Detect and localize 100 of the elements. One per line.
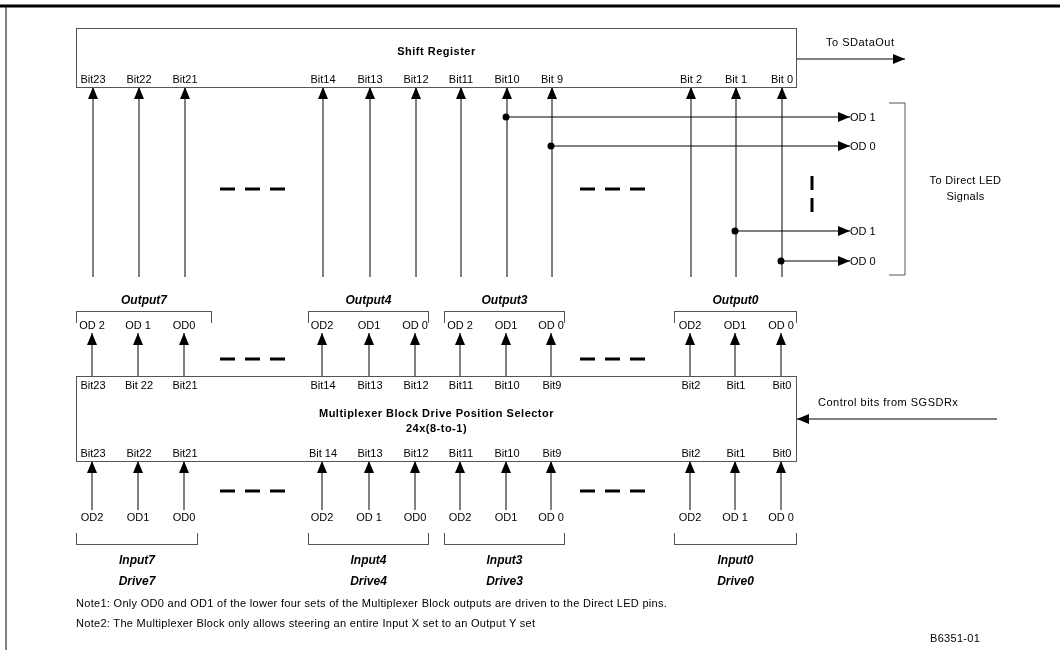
signal-label: OD2: [304, 510, 340, 525]
pin-label: Bit21: [165, 71, 205, 87]
signal-label: OD 0: [763, 510, 799, 525]
arrow: [547, 86, 557, 278]
arrow: [776, 332, 786, 378]
pin-label: Bit 14: [303, 445, 343, 461]
arrow: [134, 86, 144, 278]
arrow: [730, 460, 740, 511]
pin-label: Bit21: [165, 377, 205, 393]
arrow: [777, 86, 787, 278]
block-title: 24x(8-to-1): [404, 422, 469, 434]
pin-label: Bit22: [119, 445, 159, 461]
arrow: [410, 332, 420, 378]
signal-label: OD 1: [120, 318, 156, 333]
arrow: [546, 460, 556, 511]
arrow: [685, 332, 695, 378]
arrow: [180, 86, 190, 278]
shift-register-block: [76, 28, 797, 88]
arrow: [546, 332, 556, 378]
pin-label: Bit10: [487, 377, 527, 393]
signal-label: OD1: [120, 510, 156, 525]
pin-label: Bit13: [350, 445, 390, 461]
pin-label: Bit13: [350, 71, 390, 87]
arrow: [731, 86, 741, 278]
pin-label: Bit14: [303, 71, 343, 87]
arrow: [455, 460, 465, 511]
signal-label: OD 1: [351, 510, 387, 525]
arrow: [88, 86, 98, 278]
note-text: Note1: Only OD0 and OD1 of the lower four sets of the Multiplexer Block outputs are driven to the Direct LED pins.: [76, 597, 668, 609]
pin-label: Bit10: [487, 71, 527, 87]
signal-label: OD 2: [74, 318, 110, 333]
pin-label: Bit9: [532, 377, 572, 393]
arrow: [776, 460, 786, 511]
pin-label: Bit1: [716, 445, 756, 461]
arrow: [501, 460, 511, 511]
edge-label: To SDataOut: [826, 36, 895, 48]
group-heading: Output7: [120, 293, 169, 307]
pin-label: Bit 0: [762, 71, 802, 87]
signal-label: OD 1: [850, 109, 884, 125]
signal-label: OD1: [717, 318, 753, 333]
arrow: [685, 460, 695, 511]
block-title: Multiplexer Block Drive Position Selector: [317, 407, 556, 419]
arrow: [501, 332, 511, 378]
signal-label: OD2: [304, 318, 340, 333]
pin-label: Bit2: [671, 377, 711, 393]
pin-label: Bit 22: [119, 377, 159, 393]
pin-label: Bit22: [119, 71, 159, 87]
group-heading: Output4: [344, 293, 393, 307]
group-heading: Drive7: [117, 574, 157, 588]
group-heading: Input3: [485, 553, 524, 567]
pin-label: Bit11: [441, 71, 481, 87]
arrow: [796, 54, 906, 64]
signal-label: OD2: [672, 510, 708, 525]
pin-label: Bit1: [716, 377, 756, 393]
group-heading: Drive3: [485, 574, 524, 588]
arrow: [179, 460, 189, 511]
signal-label: OD 1: [850, 223, 884, 239]
group-heading: Drive4: [349, 574, 388, 588]
signal-label: OD 0: [850, 138, 884, 154]
signal-label: OD1: [488, 318, 524, 333]
signal-label: OD0: [166, 318, 202, 333]
signal-label: OD 2: [442, 318, 478, 333]
pin-label: Bit14: [303, 377, 343, 393]
pin-label: Bit9: [532, 445, 572, 461]
note-text: Note2: The Multiplexer Block only allows steering an entire Input X set to an Output Y set: [76, 617, 536, 629]
arrow: [686, 86, 696, 278]
figure-number: B6351-01: [930, 632, 981, 644]
group-heading: Input0: [716, 553, 755, 567]
block-title: Shift Register: [396, 45, 477, 57]
pin-label: Bit 9: [532, 71, 572, 87]
arrow: [410, 460, 420, 511]
edge-label: Control bits from SGSDRx: [818, 396, 959, 408]
group-heading: Input4: [349, 553, 388, 567]
signal-label: OD0: [166, 510, 202, 525]
signal-label: OD 0: [533, 318, 569, 333]
pin-label: Bit11: [441, 445, 481, 461]
arrow: [87, 460, 97, 511]
signal-label: OD 1: [717, 510, 753, 525]
signal-label: OD1: [351, 318, 387, 333]
pin-label: Bit13: [350, 377, 390, 393]
multiplexer-block: [76, 376, 797, 462]
signal-group-label: To Direct LED Signals: [928, 173, 1003, 204]
pin-label: Bit0: [762, 377, 802, 393]
group-heading: Output0: [711, 293, 760, 307]
pin-label: Bit23: [73, 71, 113, 87]
arrow: [796, 414, 998, 424]
arrow: [365, 86, 375, 278]
pin-label: Bit12: [396, 71, 436, 87]
signal-label: OD1: [488, 510, 524, 525]
arrow: [317, 460, 327, 511]
pin-label: Bit23: [73, 445, 113, 461]
arrow: [364, 332, 374, 378]
signal-label: OD 0: [763, 318, 799, 333]
pin-label: Bit12: [396, 377, 436, 393]
pin-label: Bit21: [165, 445, 205, 461]
group-heading: Input7: [118, 553, 157, 567]
arrow: [502, 86, 512, 278]
arrow: [133, 460, 143, 511]
group-heading: Output3: [480, 293, 529, 307]
arrow: [179, 332, 189, 378]
